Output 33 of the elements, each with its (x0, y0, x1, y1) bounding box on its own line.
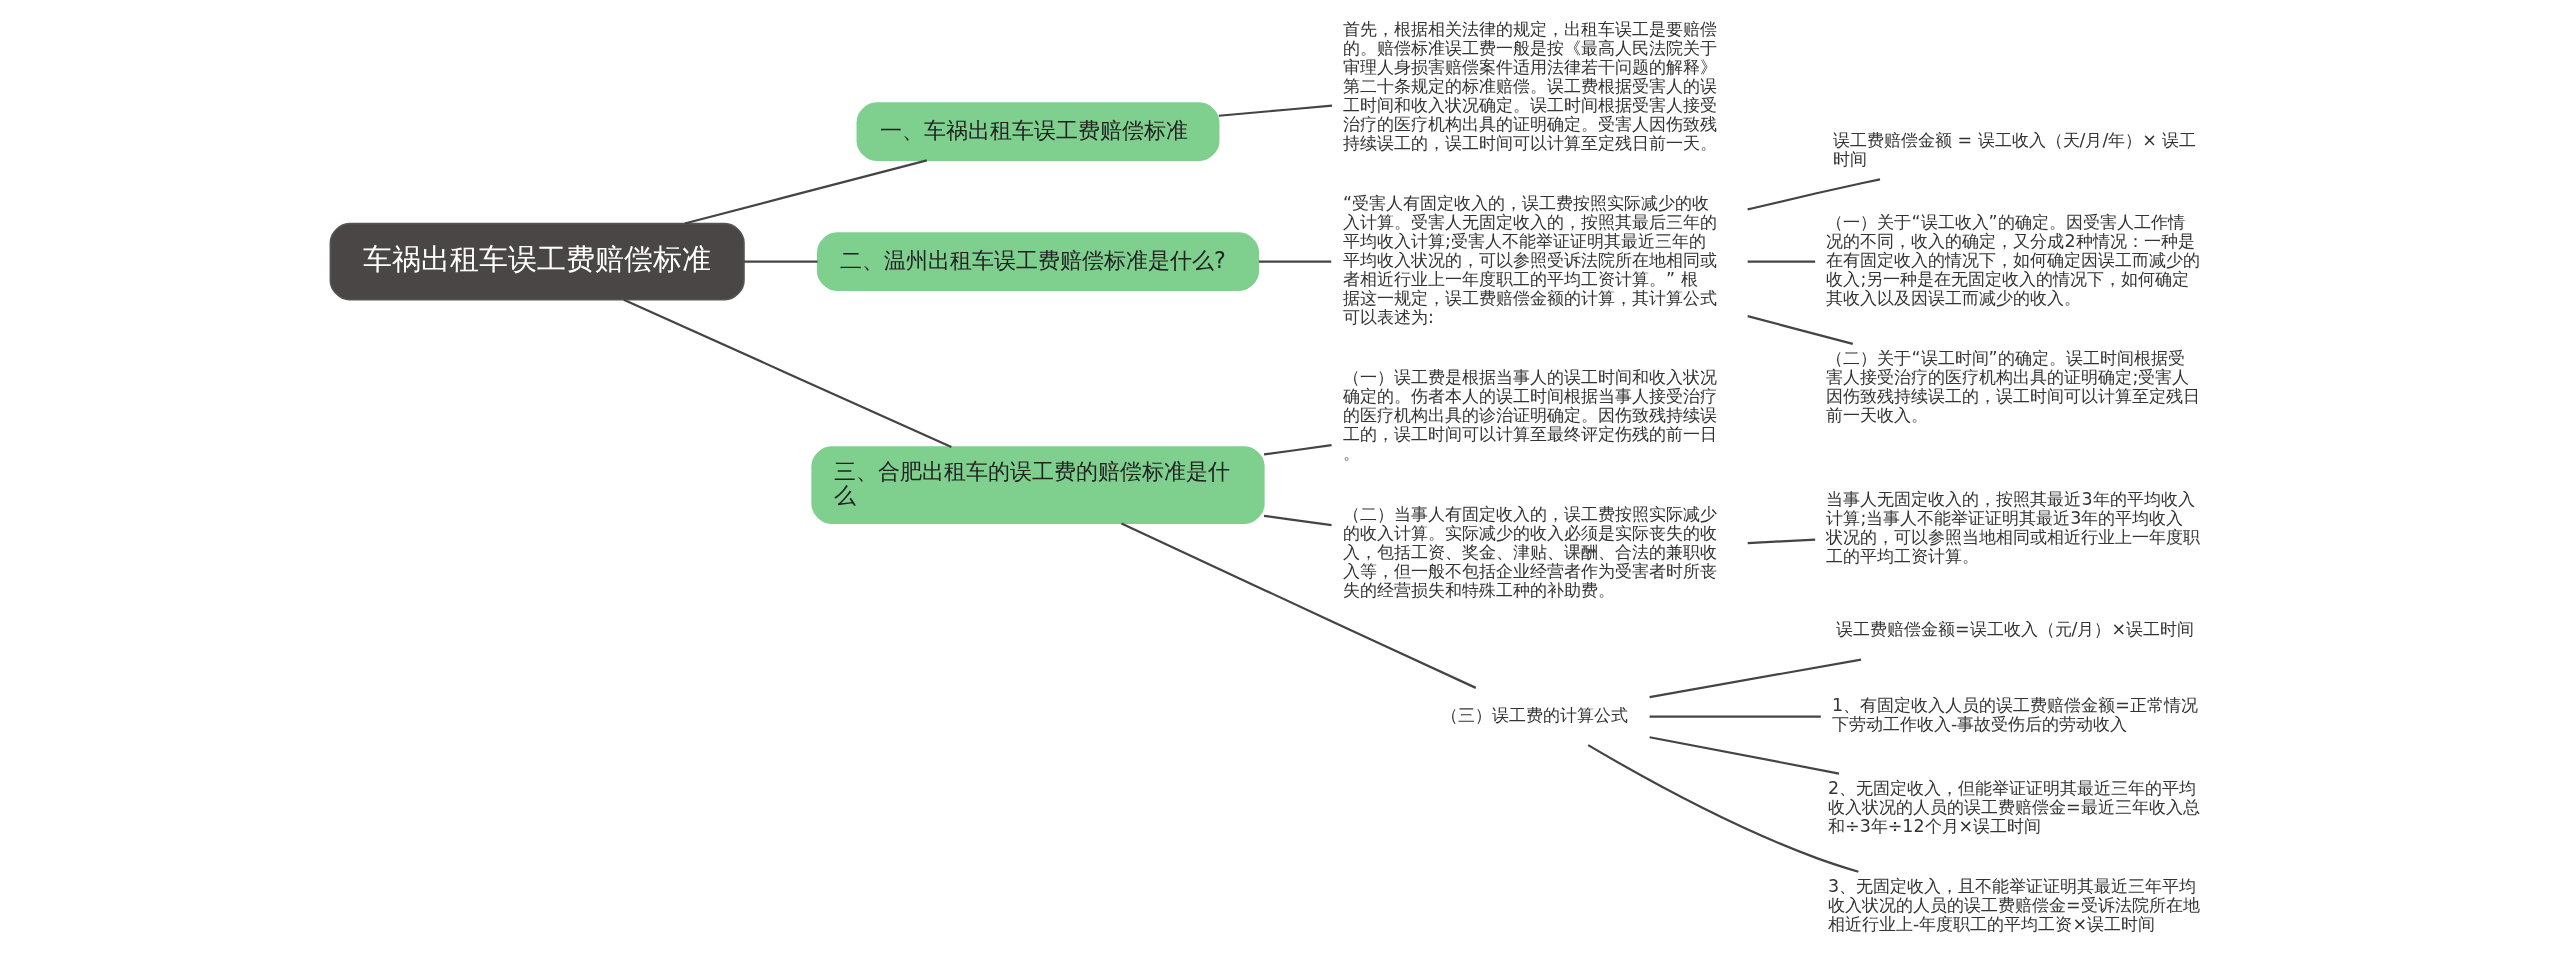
node-text: （一）误工费是根据当事人的误工时间和收入状况确定的。伤者本人的误工时间根据当事人接受治疗的医疗机构出具的诊治证明确定。因伤致残持续误工的，误工时间可以计算至最终评定伤残的前一日。 (1342, 367, 1717, 464)
connector (1746, 315, 1853, 345)
node-box: 三、合肥出租车的误工费的赔偿标准是什么 (810, 446, 1265, 524)
node-text: 误工费赔偿金额 = 误工收入（天/月/年）× 误工时间 (1832, 129, 2196, 169)
connector (1263, 444, 1332, 456)
connector (1258, 260, 1331, 263)
connector (1648, 736, 1839, 775)
node-text: （二）当事人有固定收入的，误工费按照实际减少的收入计算。实际减少的收入必须是实际丧失的收入，包括工资、奖金、津贴、课酬、合法的兼职收入等，但一般不包括企业经营者作为受害者时所丧失的经营损失和特殊工种的补助费。 (1342, 503, 1717, 600)
connector (1218, 104, 1332, 117)
connector (1263, 514, 1332, 527)
connector (622, 298, 952, 448)
node-text: 1、有固定收入人员的误工费赔偿金额=正常情况下劳动工作收入-事故受伤后的劳动收入 (1831, 695, 2198, 735)
connector (1747, 538, 1815, 545)
node-text: 首先，根据相关法律的规定，出租车误工是要赔偿的。赔偿标准误工费一般是按《最高人民法院关于审理人身损害赔偿案件适用法律若干问题的解释》第二十条规定的标准赔偿。误工费根据受害人的误工时间和收入状况确定。误工时间根据受害人接受治疗的医疗机构出具的证明确定。受害人因伤致残持续误工的，误工时间可以计算至定残日前一天。 (1342, 18, 1717, 153)
connector (743, 260, 817, 263)
node-text: （一）关于“误工收入”的确定。因受害人工作情况的不同，收入的确定，又分成2种情况：一种是在有固定收入的情况下，如何确定因误工而减少的收入;另一种是在无固定收入的情况下，如何确定其收入以及因误工而减少的收入。 (1826, 212, 2201, 309)
connector (1648, 658, 1861, 699)
connector (1747, 260, 1815, 263)
node-text: （三）误工费的计算公式 (1440, 704, 1628, 725)
connector (1587, 744, 1859, 873)
connector (1649, 715, 1821, 718)
node-box: 二、温州出租车误工费赔偿标准是什么? (816, 232, 1259, 291)
node-box: 车祸出租车误工费赔偿标准 (329, 222, 745, 301)
connector (683, 159, 927, 225)
node-box: 一、车祸出租车误工费赔偿标准 (856, 102, 1219, 161)
node-text: 3、无固定收入，且不能举证证明其最近三年平均收入状况的人员的误工费赔偿金=受诉法院所在地相近行业上-年度职工的平均工资×误工时间 (1827, 876, 2200, 935)
connector (1120, 522, 1476, 689)
node-text: （二）关于“误工时间”的确定。误工时间根据受害人接受治疗的医疗机构出具的证明确定;受害人因伤致残持续误工的，误工时间可以计算至定残日前一天收入。 (1826, 348, 2201, 426)
node-text: 2、无固定收入，但能举证证明其最近三年的平均收入状况的人员的误工费赔偿金=最近三年收入总和÷3年÷12个月×误工时间 (1827, 777, 2200, 836)
node-text: 当事人无固定收入的，按照其最近3年的平均收入计算;当事人不能举证证明其最近3年的平均收入状况的，可以参照当地相同或相近行业上一年度职工的平均工资计算。 (1826, 489, 2201, 567)
connector (1746, 178, 1880, 211)
node-text: 误工费赔偿金额=误工收入（元/月）×误工时间 (1835, 619, 2194, 640)
node-text: “受害人有固定收入的，误工费按照实际减少的收入计算。受害人无固定收入的，按照其最后三年的平均收入计算;受害人不能举证证明其最近三年的平均收入状况的，可以参照受诉法院所在地相同或者相近行业上一年度职工的平均工资计算。” 根据这一规定，误工费赔偿金额的计算，其计算公式可以表述为: (1342, 193, 1717, 328)
